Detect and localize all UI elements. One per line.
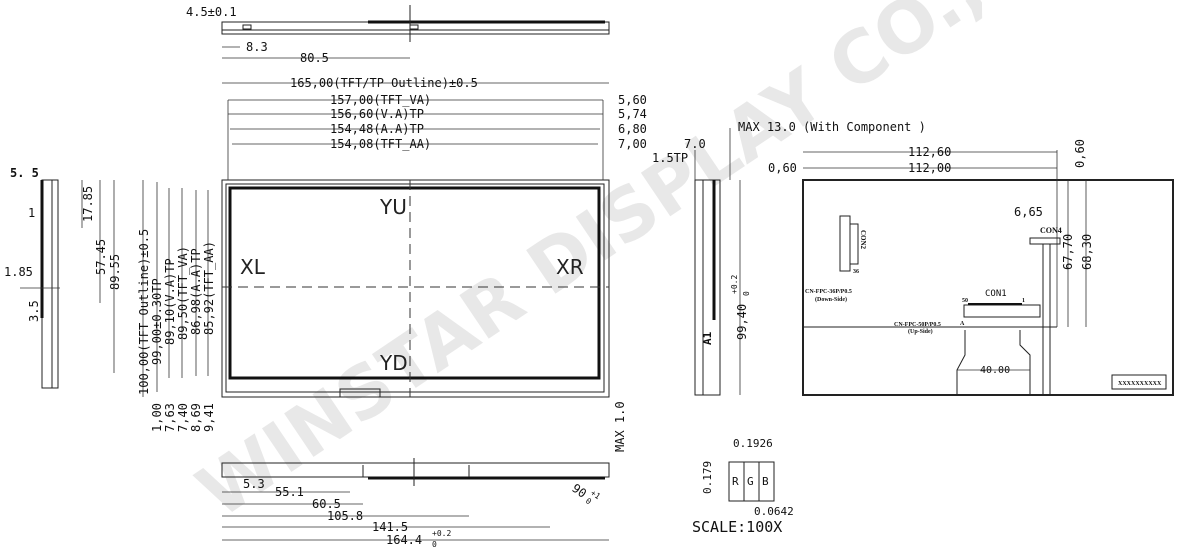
dim-outline-width: 165,00(TFT/TP Outline)±0.5 <box>290 76 478 90</box>
back-view: 112,60 112,00 0,60 0,60 6,65 67,70 68,30… <box>768 139 1174 396</box>
pixel-width: 0.1926 <box>733 437 773 450</box>
dim-right-3: 6,80 <box>618 122 647 136</box>
dim-outline-height: 100,00(TFT Outline)±0.5 <box>137 229 151 395</box>
product-label: XXXXXXXXXX <box>1118 381 1162 387</box>
subpixel-b: B <box>762 475 769 488</box>
top-view: 4.5±0.1 8.3 80.5 <box>186 5 610 65</box>
left-side-view: 5. 5 1 17.85 57.45 89.55 1.85 3.5 <box>4 166 122 389</box>
dim-tft-va: 157,00(TFT_VA) <box>330 93 431 107</box>
dim-right-4: 7,00 <box>618 137 647 151</box>
con2-pin-36: 36 <box>853 269 859 275</box>
con1-pin-1: 1 <box>1022 298 1025 304</box>
dim-6-65: 6,65 <box>1014 205 1043 219</box>
dim-141-5: 141.5 <box>372 520 408 534</box>
dim-tp-va-height: 89,10(V.A)TP <box>163 258 177 345</box>
dim-7-0: 7.0 <box>684 137 706 151</box>
dim-bottom-3: 7,40 <box>176 403 190 432</box>
dim-0-60-right: 0,60 <box>1073 139 1087 168</box>
fpc36-side: (Down-Side) <box>815 296 847 303</box>
con4-label: CON4 <box>1040 226 1062 235</box>
dim-1-85: 1.85 <box>4 265 33 279</box>
dim-60-5: 60.5 <box>312 497 341 511</box>
fpc50-side: (Up-Side) <box>908 328 933 335</box>
label-xl: XL <box>240 255 266 279</box>
dim-max-1-0: MAX 1.0 <box>613 401 627 452</box>
dim-tp-height: 99,00±0.30TP <box>150 278 164 365</box>
front-view: 165,00(TFT/TP Outline)±0.5 157,00(TFT_VA… <box>137 76 647 432</box>
pixel-detail: R G B 0.1926 0.179 0.0642 SCALE:100X <box>692 437 794 536</box>
dim-0-60-left: 0,60 <box>768 161 797 175</box>
dim-164-4-tol-sub: 0 <box>432 540 437 549</box>
dim-3-5: 3.5 <box>27 300 41 322</box>
dim-112-60: 112,60 <box>908 145 951 159</box>
dim-57-45: 57.45 <box>94 239 108 275</box>
right-side-view: 7.0 1.5TP MAX 13.0 (With Component ) 99,… <box>652 120 926 396</box>
dim-80-5: 80.5 <box>300 51 329 65</box>
dim-99-40-sup: +0.2 <box>730 275 739 294</box>
dim-bottom-1: 1,00 <box>150 403 164 432</box>
dim-99-40-sub: 0 <box>742 291 751 296</box>
scale-label: SCALE:100X <box>692 518 782 536</box>
dim-55-1: 55.1 <box>275 485 304 499</box>
label-a1: A1 <box>701 331 714 345</box>
dim-112-00: 112,00 <box>908 161 951 175</box>
label-xr: XR <box>556 255 584 279</box>
label-yd: YD <box>379 351 408 375</box>
dim-1-5tp: 1.5TP <box>652 151 688 165</box>
dim-4-5: 4.5±0.1 <box>186 5 237 19</box>
dim-bottom-5: 9,41 <box>202 403 216 432</box>
dim-68-30: 68,30 <box>1080 234 1094 270</box>
con1-pin-50: 50 <box>962 298 968 304</box>
label-yu: YU <box>379 195 407 219</box>
dim-angle: 90 <box>569 481 589 501</box>
dim-angle-sub: 0 <box>584 496 593 506</box>
dim-5-5: 5. 5 <box>10 166 39 180</box>
dim-1: 1 <box>28 206 35 220</box>
subpixel-width: 0.0642 <box>754 505 794 518</box>
dim-164-4: 164.4 <box>386 533 422 547</box>
fpc36-label: CN-FPC-36P/P0.5 <box>805 289 852 295</box>
dim-8-3: 8.3 <box>246 40 268 54</box>
dim-tp-va: 156,60(V.A)TP <box>330 107 424 121</box>
label-a: A <box>960 321 965 327</box>
dim-tp-aa-height: 86,98(A.A)TP <box>189 248 203 335</box>
dim-tft-aa: 154,08(TFT_AA) <box>330 137 431 151</box>
dim-89-55: 89.55 <box>108 254 122 290</box>
dim-99-40: 99,40 <box>735 304 749 340</box>
dim-40-00: 40.00 <box>980 365 1010 376</box>
bottom-view: 5.3 55.1 60.5 105.8 141.5 164.4 0 +0.2 M… <box>221 401 627 549</box>
subpixel-r: R <box>732 475 739 488</box>
subpixel-g: G <box>747 475 754 488</box>
dim-tft-aa-height: 85,92(TFT_AA) <box>202 241 216 335</box>
dim-tft-va-height: 89,50(TFT_VA) <box>176 246 190 340</box>
dim-67-70: 67,70 <box>1061 234 1075 270</box>
pixel-height: 0.179 <box>701 461 714 494</box>
dim-17-85: 17.85 <box>81 186 95 222</box>
dim-105-8: 105.8 <box>327 509 363 523</box>
fpc50-label: CN-FPC-50P/P0.5 <box>894 322 941 328</box>
con1-label: CON1 <box>985 289 1007 299</box>
dim-bottom-4: 8,69 <box>189 403 203 432</box>
dim-tp-aa: 154,48(A.A)TP <box>330 122 424 136</box>
dim-right-1: 5,60 <box>618 93 647 107</box>
dim-right-2: 5,74 <box>618 107 647 121</box>
con2-label: CON2 <box>859 230 867 250</box>
dim-164-4-tol-sup: +0.2 <box>432 529 451 538</box>
dim-5-3: 5.3 <box>243 477 265 491</box>
dim-bottom-2: 7,63 <box>163 403 177 432</box>
dim-max-13: MAX 13.0 (With Component ) <box>738 120 926 134</box>
